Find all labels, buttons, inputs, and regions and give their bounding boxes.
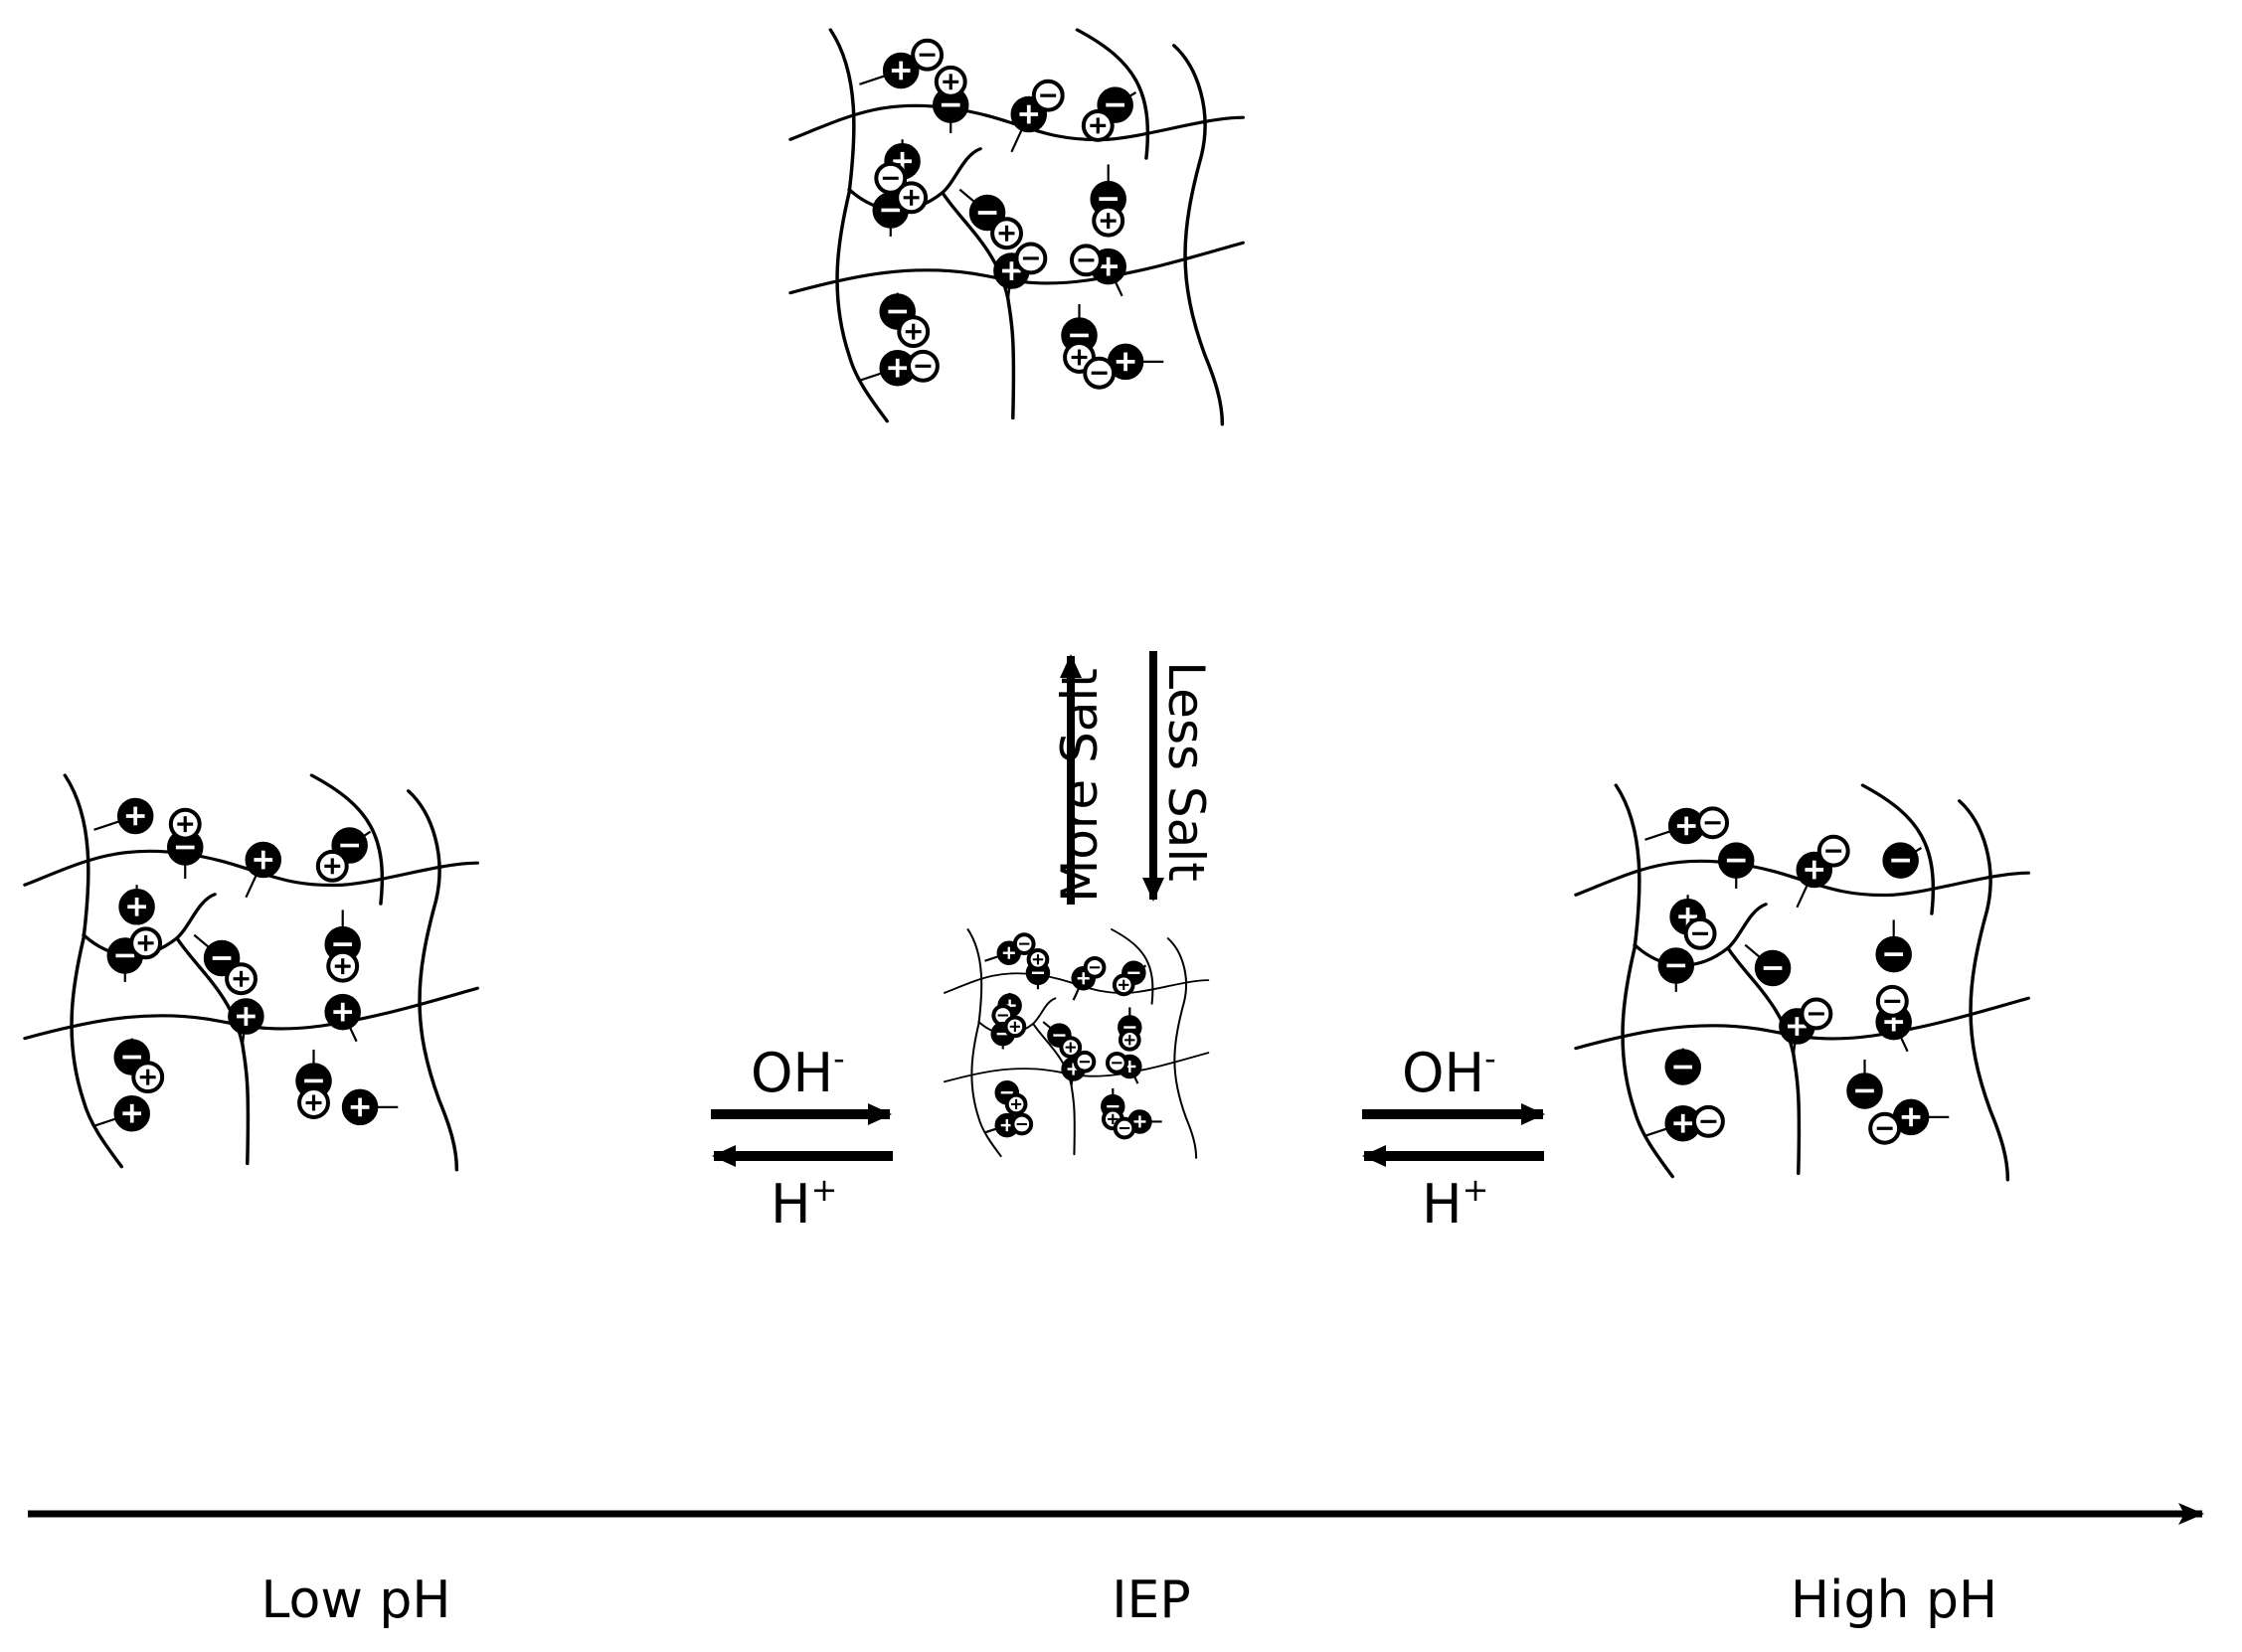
fixed-anion — [1875, 935, 1912, 973]
fixed-cation — [882, 52, 920, 89]
polymer-chain — [1957, 799, 2010, 1182]
fixed-cation — [341, 1088, 379, 1126]
polymer-chain — [1726, 946, 1802, 1176]
low-ph-label: Low pH — [260, 1570, 450, 1630]
polymer-chain — [63, 773, 124, 1169]
counter-cation — [1026, 947, 1050, 971]
fixed-cation — [118, 889, 155, 925]
fixed-cation — [1107, 343, 1144, 381]
counter-anion — [1083, 356, 1117, 390]
left-h-label: H+ — [771, 1171, 837, 1236]
counter-cation — [1003, 1015, 1027, 1039]
counter-anion — [1031, 79, 1065, 112]
fixed-anion — [1882, 842, 1919, 879]
counter-cation — [934, 65, 967, 98]
fixed-anion — [968, 194, 1006, 232]
fixed-cation — [879, 349, 916, 387]
less-salt-label: Less Salt — [1157, 661, 1215, 882]
counter-cation — [326, 949, 360, 983]
counter-anion — [1073, 1050, 1097, 1074]
polymer-chain — [1614, 783, 1675, 1179]
fixed-cation — [113, 1094, 150, 1132]
fixed-cation — [324, 993, 361, 1031]
counter-anion — [1683, 916, 1717, 950]
fixed-anion — [1754, 949, 1792, 987]
fixed-anion — [203, 939, 241, 977]
counter-cation — [131, 1061, 165, 1094]
counter-anion — [1868, 1111, 1902, 1145]
fixed-cation — [1667, 807, 1705, 845]
counter-anion — [1105, 1051, 1128, 1074]
fixed-anion — [1664, 1049, 1701, 1085]
polymer-chain — [941, 191, 1016, 420]
fixed-cation — [116, 797, 154, 835]
polymer-chain — [1171, 44, 1225, 426]
polymer-chain — [406, 789, 459, 1172]
counter-anion — [1696, 806, 1730, 840]
left-ph-equilibrium: OH- H+ — [711, 1040, 893, 1236]
salt-equilibrium-arrows: More Salt Less Salt — [1051, 651, 1215, 905]
counter-cation — [990, 217, 1023, 250]
counter-cation — [315, 849, 349, 883]
counter-cation — [297, 1086, 330, 1119]
counter-anion — [1070, 244, 1103, 277]
counter-cation — [168, 807, 202, 841]
counter-cation — [1004, 1092, 1028, 1116]
polymer-chain — [1860, 783, 1936, 915]
counter-cation — [1059, 1036, 1083, 1059]
fixed-cation — [245, 841, 282, 879]
polymer-chain — [309, 773, 385, 906]
counter-anion — [1012, 932, 1036, 955]
counter-anion — [906, 349, 940, 383]
high-ph-label: High pH — [1791, 1570, 1997, 1630]
counter-anion — [1875, 984, 1909, 1018]
more-salt-label: More Salt — [1051, 668, 1109, 903]
fixed-cation — [228, 998, 264, 1035]
left-oh-label: OH- — [751, 1040, 845, 1104]
network-top-swollen — [788, 28, 1245, 426]
polymer-chain — [175, 936, 251, 1166]
polymer-chain — [1166, 937, 1198, 1159]
counter-cation — [225, 962, 258, 996]
counter-anion — [1816, 834, 1850, 868]
polymer-chain — [828, 28, 890, 423]
counter-anion — [1113, 1116, 1136, 1140]
counter-cation — [1112, 973, 1135, 997]
right-oh-label: OH- — [1402, 1040, 1496, 1104]
counter-cation — [1092, 204, 1125, 238]
network-high-ph — [1574, 783, 2030, 1182]
counter-cation — [1118, 1028, 1141, 1052]
polymer-chain — [1075, 28, 1150, 160]
fixed-anion — [1846, 1073, 1883, 1109]
polymer-chain — [966, 928, 1002, 1158]
polymer-chains — [1574, 783, 2030, 1182]
counter-anion — [1800, 997, 1833, 1031]
right-ph-equilibrium: OH- H+ — [1362, 1040, 1545, 1236]
counter-anion — [911, 38, 945, 72]
counter-cation — [1081, 108, 1115, 142]
counter-anion — [1014, 242, 1048, 275]
right-h-label: H+ — [1422, 1171, 1488, 1236]
iep-label: IEP — [1112, 1570, 1191, 1630]
counter-anion — [1010, 1112, 1034, 1136]
network-low-ph — [23, 773, 479, 1172]
counter-anion — [1083, 955, 1107, 979]
ph-axis: Low pH IEP High pH — [28, 1503, 2204, 1630]
counter-anion — [1691, 1104, 1725, 1138]
fixed-anion — [1717, 842, 1755, 879]
counter-cation — [129, 926, 163, 960]
network-iep-collapsed — [943, 928, 1210, 1159]
counter-cation — [897, 315, 931, 349]
fixed-anion — [1657, 947, 1695, 984]
polymer-chain — [1111, 928, 1154, 1005]
fixed-cation — [1664, 1104, 1701, 1142]
polymer-chains — [943, 928, 1210, 1159]
counter-cation — [895, 181, 929, 215]
